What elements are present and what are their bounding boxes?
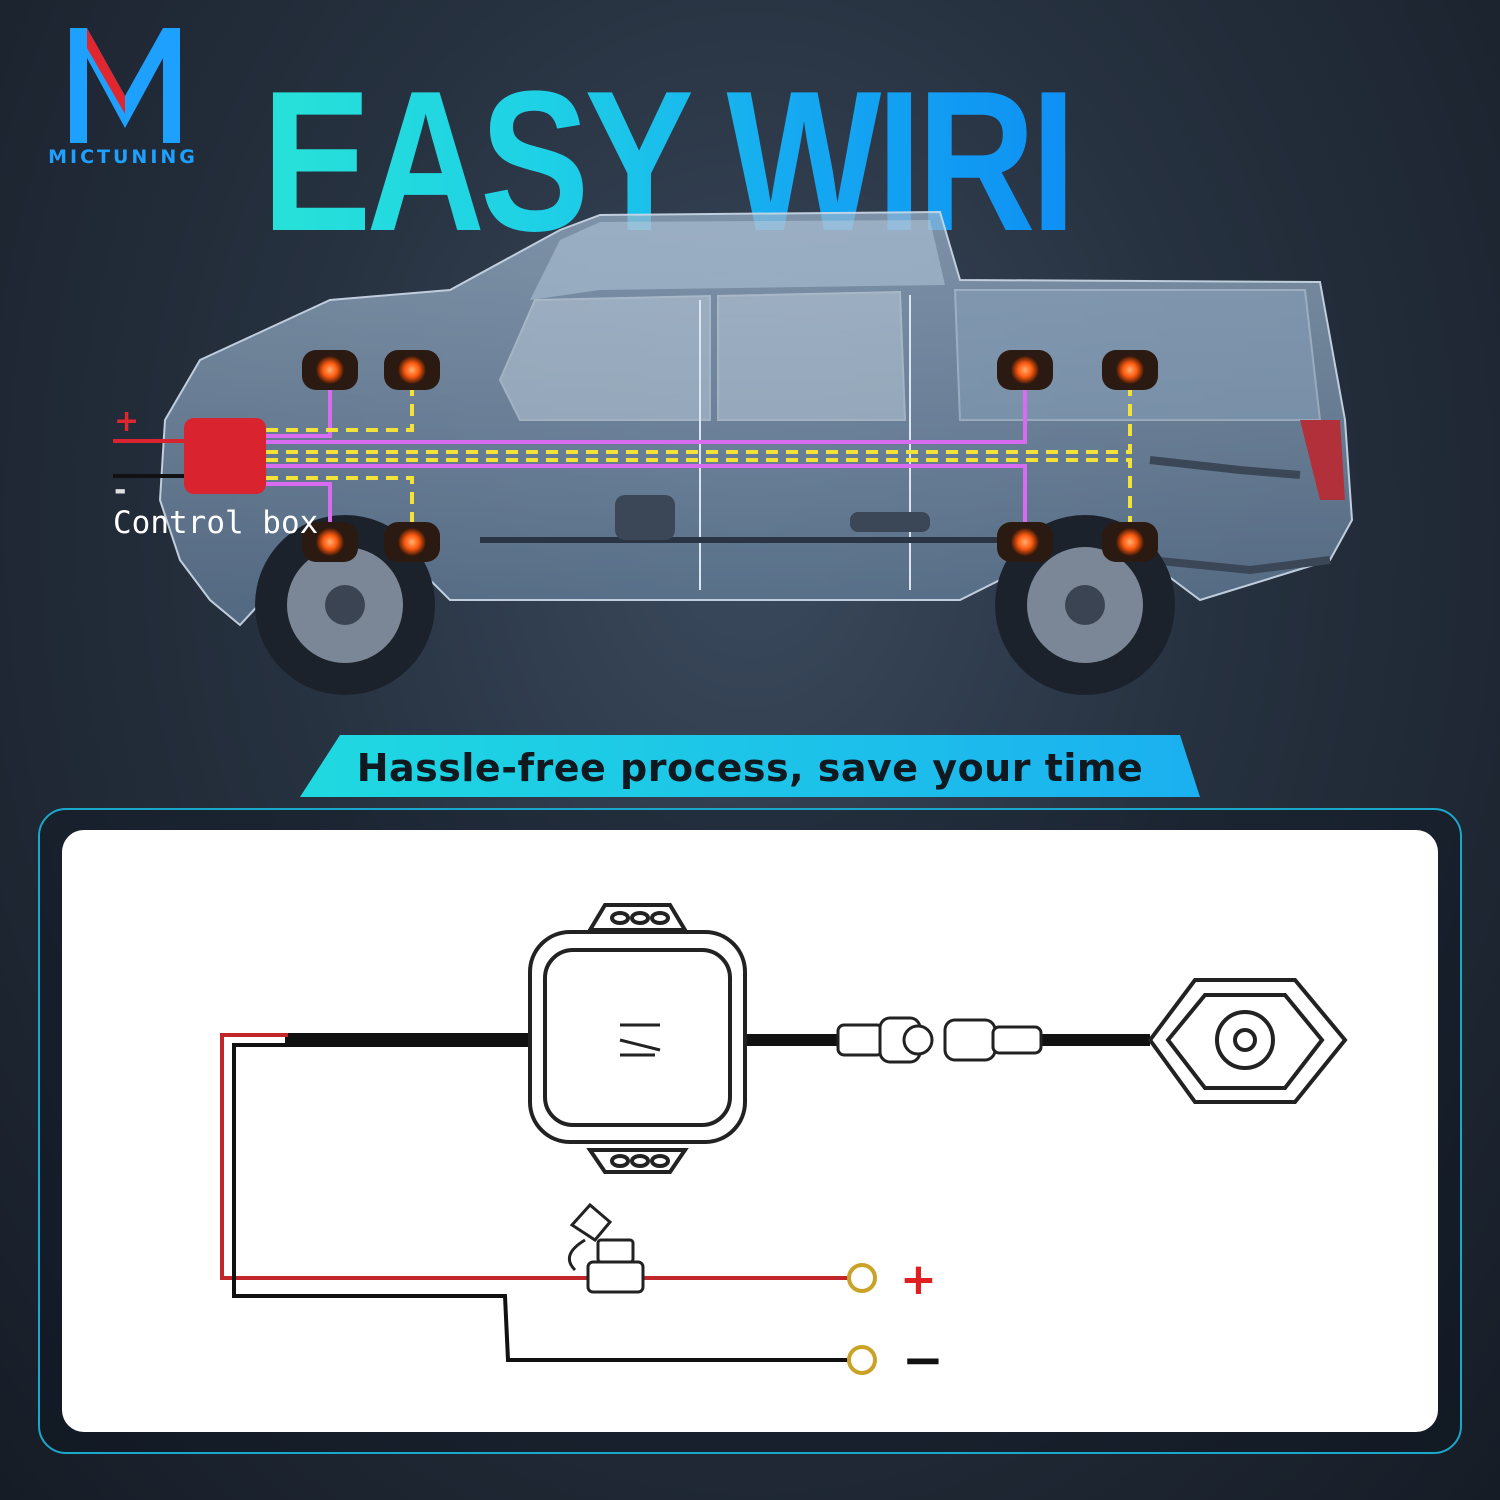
rock-light bbox=[1147, 978, 1348, 1104]
light-pod bbox=[302, 522, 358, 562]
negative-symbol: - bbox=[114, 473, 126, 508]
positive-symbol: + bbox=[114, 404, 139, 439]
control-box bbox=[184, 418, 266, 494]
connector-female bbox=[943, 1018, 1043, 1062]
light-pods bbox=[302, 350, 1158, 562]
light-pod bbox=[384, 350, 440, 390]
light-pod bbox=[384, 522, 440, 562]
tagline-banner bbox=[300, 735, 1200, 797]
control-module bbox=[528, 903, 747, 1174]
tagline-text: Hassle-free process, save your time bbox=[356, 746, 1144, 790]
wiring-diagram bbox=[220, 903, 1348, 1375]
signal-wires bbox=[266, 375, 1027, 535]
truck-wiring-illustration: + - bbox=[113, 210, 1354, 695]
truck-body bbox=[158, 210, 1354, 627]
negative-label: − bbox=[902, 1331, 944, 1389]
light-pod bbox=[302, 350, 358, 390]
front-wheel bbox=[255, 515, 435, 695]
brand-name: MICTUNING bbox=[48, 146, 198, 168]
positive-terminal bbox=[847, 1263, 877, 1293]
fuse-holder bbox=[567, 1202, 645, 1294]
light-pod bbox=[997, 350, 1053, 390]
control-box-label: Control box bbox=[113, 505, 319, 541]
mictuning-logo bbox=[70, 28, 180, 143]
dashed-wires bbox=[266, 375, 1132, 535]
negative-terminal bbox=[847, 1345, 877, 1375]
light-pod bbox=[1102, 522, 1158, 562]
positive-wire-diagram bbox=[220, 1033, 850, 1280]
light-pod bbox=[997, 522, 1053, 562]
positive-label: + bbox=[900, 1254, 937, 1305]
connector-male bbox=[836, 1016, 934, 1064]
negative-wire-diagram bbox=[232, 1043, 850, 1362]
diagram-card bbox=[62, 830, 1438, 1432]
light-pod bbox=[1102, 350, 1158, 390]
